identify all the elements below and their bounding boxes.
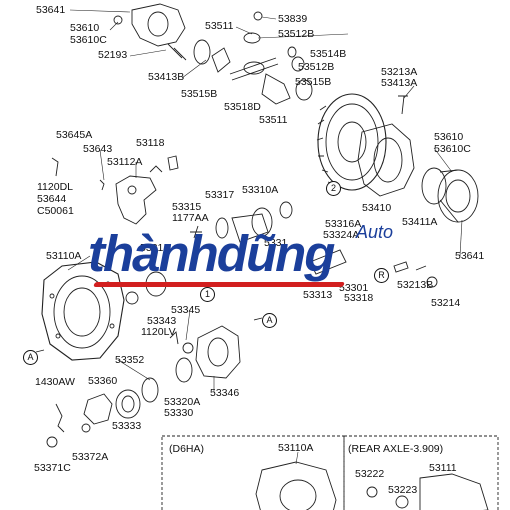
part-number: 5331 — [140, 242, 164, 254]
part-number: 53343 — [147, 315, 177, 327]
reference-circle: R — [374, 268, 389, 283]
part-number: 1430AW — [35, 376, 75, 388]
part-number: C50061 — [37, 205, 74, 217]
variant-title: (D6HA) — [169, 443, 205, 455]
part-number: 1120LV — [141, 326, 176, 338]
part-number: 53330 — [164, 407, 194, 419]
part-number: 53360 — [88, 375, 118, 387]
part-number: 53315 — [172, 201, 202, 213]
part-number: 53610C — [70, 34, 107, 46]
side-bearing-right — [421, 167, 479, 223]
part-number: 53643 — [83, 143, 113, 155]
watermark-text: thànhdũng — [88, 225, 335, 282]
pinion-assembly — [125, 201, 438, 305]
reference-circle: 2 — [326, 181, 341, 196]
part-number: 53512B — [298, 61, 335, 73]
companion-flange — [141, 317, 263, 403]
part-number: 53317 — [205, 189, 235, 201]
part-number: 53411A — [402, 216, 438, 228]
part-number: 53345 — [171, 304, 201, 316]
part-number: 53213A — [381, 66, 418, 78]
part-number: 53214 — [431, 297, 461, 309]
part-number: 53110A — [46, 250, 82, 262]
part-number: 53324A — [323, 229, 360, 241]
part-number: 53222 — [355, 468, 385, 480]
part-number: 53352 — [115, 354, 145, 366]
part-number: 53301 — [339, 282, 369, 294]
ring-gear — [316, 93, 387, 191]
bearing-cap-left — [51, 155, 179, 225]
part-number: 53644 — [37, 193, 67, 205]
part-number: 53512B — [278, 28, 315, 40]
part-number: 53641 — [36, 4, 66, 16]
part-number: 53410 — [362, 202, 392, 214]
part-number: 53839 — [278, 13, 308, 25]
part-number: 5331 — [264, 237, 288, 249]
carrier-case — [357, 95, 415, 197]
part-number: 53112A — [107, 156, 143, 168]
part-number: 52193 — [98, 49, 128, 61]
differential-case-top — [113, 3, 187, 61]
part-number: 53372A — [72, 451, 109, 463]
part-number: 53371C — [34, 462, 71, 474]
housing-d6ha — [255, 461, 337, 510]
part-number: 53313 — [303, 289, 333, 301]
part-number: 53213B — [397, 279, 434, 291]
part-number: 53333 — [112, 420, 142, 432]
part-number: 53515B — [295, 76, 332, 88]
pinion-yoke — [46, 389, 141, 448]
part-number: 53518D — [224, 101, 261, 113]
part-number: 53641 — [455, 250, 485, 262]
part-number: 53318 — [344, 292, 374, 304]
part-number: 53610C — [434, 143, 471, 155]
part-number: 53511 — [205, 20, 234, 32]
part-number: 53610 — [434, 131, 464, 143]
part-number: 53413A — [381, 77, 418, 89]
part-number: 53515B — [181, 88, 218, 100]
watermark-logo: thànhdũng Auto — [88, 222, 408, 302]
part-number: 53610 — [70, 22, 100, 34]
part-number: 53118 — [136, 137, 165, 149]
reference-circle: A — [262, 313, 277, 328]
part-number: 1177AA — [172, 212, 209, 224]
part-number: 53110A — [278, 442, 314, 454]
watermark-underline — [93, 282, 345, 287]
part-number: 53413B — [148, 71, 185, 83]
part-number: 53320A — [164, 396, 201, 408]
part-number: 53223 — [388, 484, 418, 496]
part-number: 53645A — [56, 129, 93, 141]
axle-housing — [35, 261, 125, 361]
part-number: 53514B — [310, 48, 347, 60]
variant-box-rear-axle — [343, 435, 499, 510]
leader-lines — [67, 9, 463, 465]
housing-rear-axle — [366, 473, 489, 510]
part-number: 1120DL — [37, 181, 74, 193]
watermark-subtext: Auto — [356, 222, 394, 242]
variant-title: (REAR AXLE-3.909) — [348, 443, 444, 455]
part-number: 53511 — [259, 114, 288, 126]
reference-circle: 1 — [200, 287, 215, 302]
part-number: 53111 — [429, 462, 457, 474]
reference-circle: A — [23, 350, 38, 365]
part-number: 53346 — [210, 387, 240, 399]
part-number: 53310A — [242, 184, 279, 196]
spider-gear-set — [193, 11, 313, 105]
part-number: 53316A — [325, 218, 362, 230]
